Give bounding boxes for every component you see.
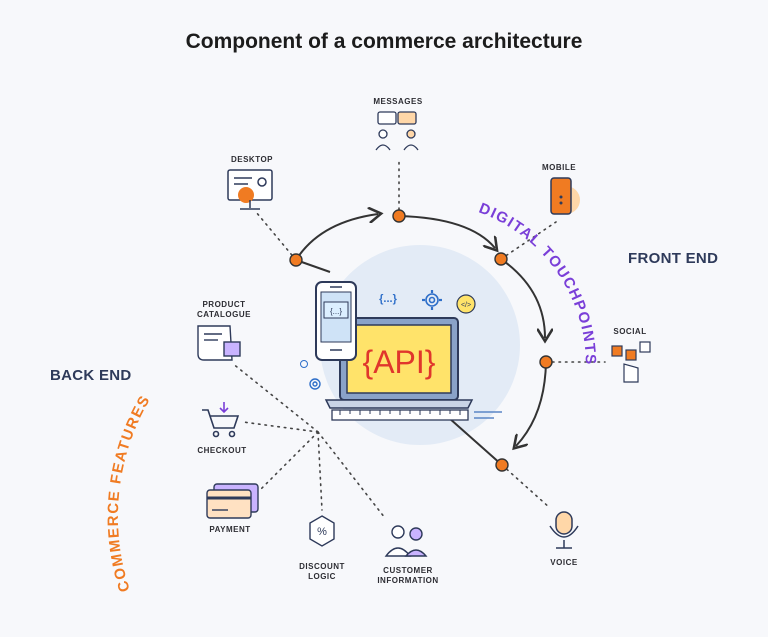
page-title: Component of a commerce architecture xyxy=(185,30,583,53)
social-icon xyxy=(611,341,651,383)
laptop-icon xyxy=(324,317,502,421)
desktop-icon xyxy=(227,169,273,210)
social-label: SOCIAL xyxy=(613,327,647,336)
payment-card-icon xyxy=(206,483,259,519)
voice-icon xyxy=(549,511,579,549)
mobile-label: MOBILE xyxy=(541,163,577,172)
customer-information-icon xyxy=(384,525,428,557)
product-catalogue-label: PRODUCT CATALOGUE xyxy=(186,300,262,320)
flow-nodes xyxy=(289,209,553,472)
messages-label: MESSAGES xyxy=(373,97,423,106)
product-catalogue-icon xyxy=(197,325,241,361)
node-messages xyxy=(392,209,406,223)
desktop-label: DESKTOP xyxy=(230,155,274,164)
discount-logic-label: DISCOUNT LOGIC xyxy=(284,562,360,582)
feature-connectors xyxy=(231,161,606,519)
discount-logic-label-line1: DISCOUNT xyxy=(299,562,345,571)
checkout-label: CHECKOUT xyxy=(197,446,247,455)
phone-code-text: {...} xyxy=(330,307,342,316)
discount-icon: % xyxy=(309,515,335,547)
node-desktop xyxy=(289,253,303,267)
code-block-text: {...} xyxy=(379,293,397,305)
product-catalogue-label-line1: PRODUCT xyxy=(202,300,246,309)
product-catalogue-label-line2: CATALOGUE xyxy=(197,310,251,319)
commerce-features-label: COMMERCE FEATURES xyxy=(105,392,154,594)
api-text: {API} xyxy=(363,344,436,380)
customer-information-label-line1: CUSTOMER xyxy=(383,566,433,575)
back-end-label: BACK END xyxy=(50,367,132,384)
customer-information-label-line2: INFORMATION xyxy=(377,576,439,585)
small-gear-icon xyxy=(300,360,321,390)
node-mobile xyxy=(494,252,508,266)
customer-information-label: CUSTOMER INFORMATION xyxy=(366,566,450,586)
messages-icon xyxy=(375,111,419,151)
voice-label: VOICE xyxy=(550,558,578,567)
code-tag-icon: </> xyxy=(456,294,476,314)
node-social xyxy=(539,355,553,369)
payment-label: PAYMENT xyxy=(209,525,251,534)
checkout-cart-icon xyxy=(202,402,240,438)
front-end-label: FRONT END xyxy=(628,250,719,267)
svg-text:</>: </> xyxy=(461,302,471,309)
gear-icon xyxy=(422,290,442,310)
svg-text:%: % xyxy=(317,526,327,538)
mobile-app-icon xyxy=(315,281,357,361)
mobile-icon xyxy=(550,177,580,215)
node-voice xyxy=(495,458,509,472)
discount-logic-label-line2: LOGIC xyxy=(308,572,336,581)
